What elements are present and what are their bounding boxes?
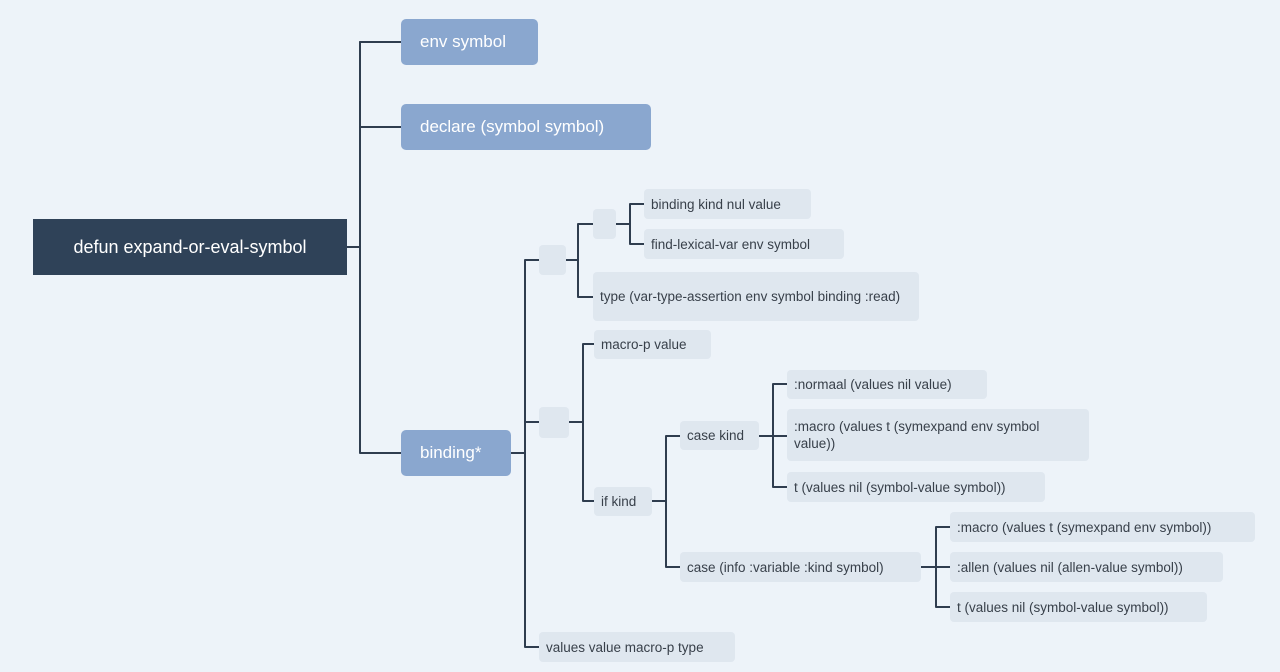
leaf-label: :allen (values nil (allen-value symbol)) — [957, 559, 1183, 575]
link-caseinfo-t — [935, 566, 951, 608]
leaf-label: case (info :variable :kind symbol) — [687, 559, 884, 575]
root-node[interactable]: defun expand-or-eval-symbol — [33, 219, 347, 275]
leaf-type-assertion[interactable]: type (var-type-assertion env symbol bind… — [593, 272, 919, 321]
leaf-macro-p-value[interactable]: macro-p value — [594, 330, 711, 359]
leaf-label: t (values nil (symbol-value symbol)) — [794, 479, 1006, 495]
leaf-case-kind-macro[interactable]: :macro (values t (symexpand env symbol v… — [787, 409, 1089, 461]
leaf-case-info-allen[interactable]: :allen (values nil (allen-value symbol)) — [950, 552, 1223, 582]
leaf-label: :normaal (values nil value) — [794, 377, 952, 392]
topic-label: binding* — [420, 443, 482, 462]
topic-label: declare (symbol symbol) — [420, 117, 605, 136]
leaf-case-info-t[interactable]: t (values nil (symbol-value symbol)) — [950, 592, 1207, 622]
leaf-case-kind[interactable]: case kind — [680, 421, 759, 450]
link-sub-find — [629, 223, 645, 245]
link-sub-trunk — [615, 203, 645, 225]
topic-env-symbol[interactable]: env symbol — [401, 19, 538, 65]
link-binding-trunk — [510, 259, 540, 454]
link-group1-trunk — [565, 223, 594, 261]
link-ifkind-trunk — [651, 435, 681, 502]
link-root-trunk — [346, 41, 361, 248]
topic-declare[interactable]: declare (symbol symbol) — [401, 104, 651, 150]
leaf-case-info-macro[interactable]: :macro (values t (symexpand env symbol)) — [950, 512, 1255, 542]
leaf-label: type (var-type-assertion env symbol bind… — [600, 289, 901, 304]
link-root-binding — [359, 246, 402, 454]
leaf-label: :macro (values t (symexpand env symbol v… — [794, 419, 1040, 451]
link-casekind-trunk — [758, 383, 788, 437]
leaf-label: t (values nil (symbol-value symbol)) — [957, 599, 1169, 615]
leaf-label: case kind — [687, 428, 745, 443]
leaf-label: values value macro-p type — [546, 639, 704, 655]
leaf-case-kind-normaal[interactable]: :normaal (values nil value) — [787, 370, 987, 399]
root-label: defun expand-or-eval-symbol — [73, 236, 307, 257]
link-group2-trunk — [568, 343, 595, 423]
leaf-label: :macro (values t (symexpand env symbol)) — [957, 519, 1212, 535]
link-caseinfo-trunk — [920, 526, 951, 568]
leaf-label: binding kind nul value — [651, 196, 781, 212]
leaf-binding-kind[interactable]: binding kind nul value — [644, 189, 811, 219]
leaf-case-info[interactable]: case (info :variable :kind symbol) — [680, 552, 921, 582]
blank-subgroup-node[interactable] — [593, 209, 616, 239]
leaf-label: macro-p value — [601, 337, 687, 352]
leaf-case-kind-t[interactable]: t (values nil (symbol-value symbol)) — [787, 472, 1045, 502]
link-group1-type — [577, 259, 594, 298]
leaf-values[interactable]: values value macro-p type — [539, 632, 735, 662]
link-group2-ifkind — [582, 421, 595, 502]
leaf-label: if kind — [601, 494, 637, 509]
link-casekind-t — [772, 435, 788, 488]
blank-group-node-1[interactable] — [539, 245, 566, 275]
leaf-if-kind[interactable]: if kind — [594, 487, 652, 516]
topic-label: env symbol — [420, 32, 506, 51]
link-binding-values — [524, 452, 540, 648]
leaf-find-lexical-var[interactable]: find-lexical-var env symbol — [644, 229, 844, 259]
leaf-label: find-lexical-var env symbol — [651, 236, 811, 252]
link-ifkind-caseinfo — [665, 500, 681, 568]
blank-group-node-2[interactable] — [539, 407, 569, 438]
topic-binding[interactable]: binding* — [401, 430, 511, 476]
